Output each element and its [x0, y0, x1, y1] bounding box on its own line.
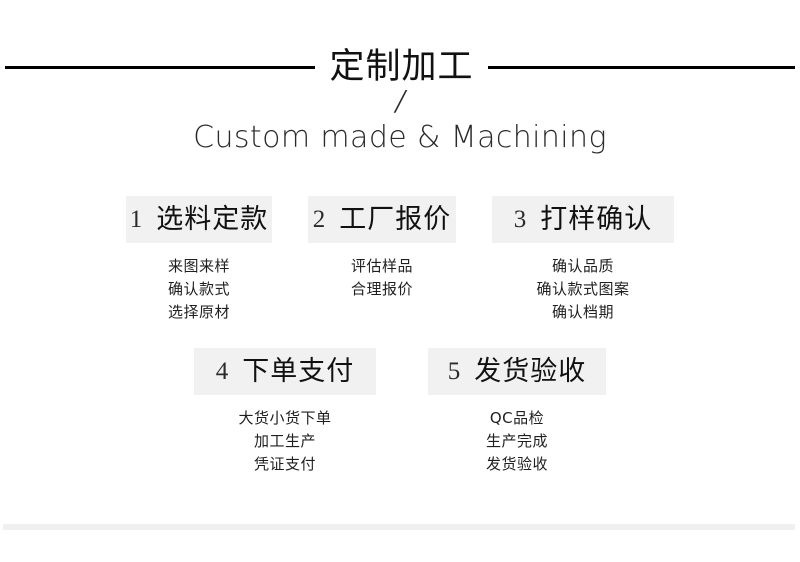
step-title-5: 发货验收 — [474, 356, 587, 387]
step-number-3: 3 — [513, 206, 527, 233]
step-detail-line: 大货小货下单 — [238, 409, 332, 427]
step-item-2: 2 工厂报价 评估样品 合理报价 — [308, 196, 456, 301]
step-detail-line: 评估样品 — [350, 257, 413, 275]
step-details-3: 确认品质 确认款式图案 确认档期 — [536, 255, 629, 324]
step-title-3: 打样确认 — [540, 204, 653, 235]
step-item-5: 5 发货验收 QC品检 生产完成 发货验收 — [428, 348, 606, 476]
title-separator-slash: / — [395, 83, 405, 120]
title-rule-right — [487, 65, 795, 69]
step-detail-line: 凭证支付 — [253, 455, 316, 473]
step-header-2: 2 工厂报价 — [308, 196, 456, 243]
step-number-4: 4 — [215, 358, 229, 385]
page-title-cn: 定制加工 — [329, 46, 474, 87]
step-header-5: 5 发货验收 — [428, 348, 606, 395]
step-detail-line: 合理报价 — [350, 280, 413, 298]
step-detail-line: 加工生产 — [253, 432, 316, 450]
step-item-1: 1 选料定款 来图来样 确认款式 选择原材 — [126, 196, 272, 324]
step-title-1: 选料定款 — [156, 204, 269, 235]
step-detail-line: 确认款式图案 — [536, 280, 630, 298]
title-rule-left — [5, 65, 316, 69]
step-details-1: 来图来样 确认款式 选择原材 — [168, 255, 230, 324]
step-header-3: 3 打样确认 — [492, 196, 674, 243]
steps-section: 1 选料定款 来图来样 确认款式 选择原材 2 工厂报价 评估样品 合理报价 — [0, 196, 800, 476]
step-detail-line: 选择原材 — [167, 303, 230, 321]
step-header-1: 1 选料定款 — [126, 196, 272, 243]
steps-row-second: 4 下单支付 大货小货下单 加工生产 凭证支付 5 发货验收 QC品检 生产完成 — [0, 348, 800, 476]
step-detail-line: QC品检 — [489, 409, 545, 427]
step-detail-line: 确认档期 — [551, 303, 614, 321]
title-row: 定制加工 — [0, 38, 800, 96]
step-number-5: 5 — [447, 358, 461, 385]
step-header-4: 4 下单支付 — [194, 348, 376, 395]
step-details-2: 评估样品 合理报价 — [351, 255, 413, 301]
step-item-3: 3 打样确认 确认品质 确认款式图案 确认档期 — [492, 196, 674, 324]
page-subtitle-en: Custom made & Machining — [193, 120, 607, 155]
step-detail-line: 确认款式 — [167, 280, 230, 298]
step-title-4: 下单支付 — [242, 356, 355, 387]
step-number-1: 1 — [129, 206, 143, 233]
steps-row-first: 1 选料定款 来图来样 确认款式 选择原材 2 工厂报价 评估样品 合理报价 — [0, 196, 800, 324]
step-details-5: QC品检 生产完成 发货验收 — [486, 407, 548, 476]
step-detail-line: 确认品质 — [551, 257, 614, 275]
step-detail-line: 来图来样 — [167, 257, 230, 275]
step-details-4: 大货小货下单 加工生产 凭证支付 — [238, 407, 331, 476]
step-detail-line: 发货验收 — [485, 455, 548, 473]
step-number-2: 2 — [312, 206, 326, 233]
step-item-4: 4 下单支付 大货小货下单 加工生产 凭证支付 — [194, 348, 376, 476]
header-section: 定制加工 / Custom made & Machining — [0, 0, 800, 170]
step-detail-line: 生产完成 — [485, 432, 548, 450]
bottom-divider-band — [3, 524, 795, 530]
step-title-2: 工厂报价 — [339, 204, 452, 235]
